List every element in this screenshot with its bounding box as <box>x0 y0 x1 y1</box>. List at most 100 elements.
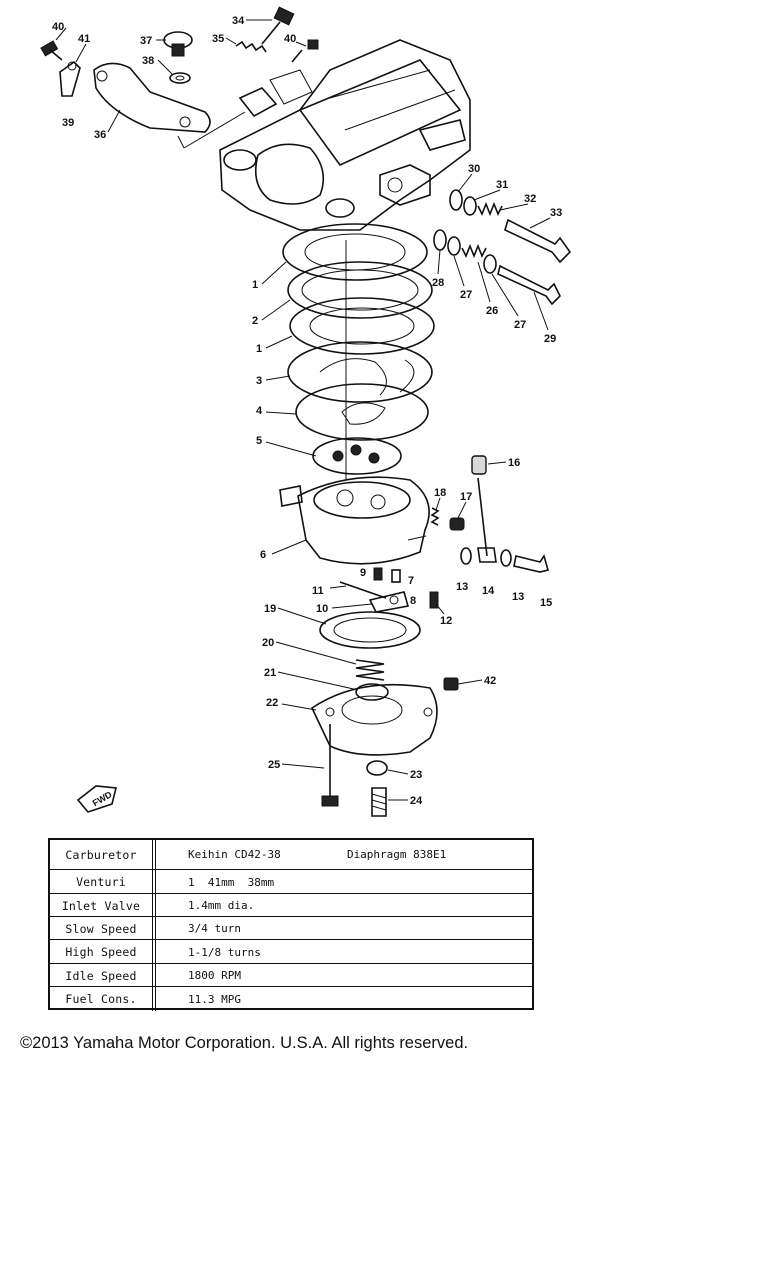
part-diaphragm-19 <box>319 611 421 649</box>
callout-33: 33 <box>550 207 562 219</box>
part-washer-21 <box>355 683 389 701</box>
spec-label: Fuel Cons. <box>50 987 156 1011</box>
part-washer-31 <box>463 196 477 216</box>
callout-labels: 40 41 39 36 37 38 34 35 40 30 31 32 33 1… <box>52 15 562 807</box>
part-screw-29 <box>497 264 561 306</box>
part-screw-40b <box>291 39 319 63</box>
callout-38: 38 <box>142 55 154 67</box>
fwd-marker: FWD <box>76 785 118 813</box>
part-screw-34 <box>261 6 295 45</box>
callout-5: 5 <box>256 435 262 447</box>
callout-4: 4 <box>256 405 263 417</box>
callout-40b: 40 <box>284 33 296 45</box>
spec-value: 1.4mm dia. <box>188 899 255 912</box>
spec-value: 1800 RPM <box>188 969 241 982</box>
copyright-notice: ©2013 Yamaha Motor Corporation. U.S.A. A… <box>20 1034 469 1052</box>
callout-17: 17 <box>460 491 472 503</box>
callout-23: 23 <box>410 769 422 781</box>
spec-row-inlet-valve: Inlet Valve 1.4mm dia. <box>50 893 532 917</box>
spec-label: Inlet Valve <box>50 894 156 917</box>
spec-row-idle-speed: Idle Speed 1800 RPM <box>50 963 532 987</box>
part-washer-27 <box>447 236 461 256</box>
callout-9: 9 <box>360 567 366 579</box>
callout-11: 11 <box>312 585 324 597</box>
callout-18: 18 <box>434 487 446 499</box>
callout-40: 40 <box>52 21 64 33</box>
callout-25: 25 <box>268 759 280 771</box>
part-spring-35 <box>235 40 267 53</box>
part-washer-38 <box>169 72 191 84</box>
carburetor-spec-table: Carburetor Keihin CD42-38 Diaphragm 838E… <box>48 838 534 1011</box>
callout-37: 37 <box>140 35 152 47</box>
callout-28: 28 <box>432 277 444 289</box>
part-screw-42 <box>443 677 459 691</box>
part-washer-27b <box>483 254 497 274</box>
callout-14: 14 <box>482 585 495 597</box>
part-gasket-1b <box>289 297 435 355</box>
spec-label: Carburetor <box>50 840 156 869</box>
callout-31: 31 <box>496 179 508 191</box>
spec-label: Idle Speed <box>50 964 156 987</box>
spec-row-high-speed: High Speed 1-1/8 turns <box>50 939 532 964</box>
callout-41: 41 <box>78 33 90 45</box>
callout-15: 15 <box>540 597 552 609</box>
part-spring-9 <box>373 567 383 581</box>
callout-27b: 27 <box>514 319 526 331</box>
callout-3: 3 <box>256 375 262 387</box>
spec-label: Slow Speed <box>50 917 156 940</box>
callout-27: 27 <box>460 289 472 301</box>
part-screw-40 <box>40 40 63 61</box>
part-cover-22 <box>310 683 438 756</box>
part-lever-39-41 <box>59 60 81 97</box>
spec-label: Venturi <box>50 870 156 894</box>
callout-21: 21 <box>264 667 276 679</box>
part-shaft-11 <box>339 581 387 599</box>
part-spring-20 <box>355 659 385 681</box>
callout-16: 16 <box>508 457 520 469</box>
callout-6: 6 <box>260 549 266 561</box>
part-oring-30 <box>449 189 463 211</box>
callout-20: 20 <box>262 637 274 649</box>
callout-22: 22 <box>266 697 278 709</box>
spec-row-venturi: Venturi 1 41mm 38mm <box>50 869 532 894</box>
part-carburetor-body <box>219 39 471 231</box>
spec-row-slow-speed: Slow Speed 3/4 turn <box>50 916 532 940</box>
callout-26: 26 <box>486 305 498 317</box>
part-valve-5 <box>312 437 402 475</box>
part-throttle-lever-36 <box>93 62 211 133</box>
spec-label: High Speed <box>50 940 156 964</box>
spec-value: 3/4 turn <box>188 922 241 935</box>
part-nut-23 <box>366 760 388 776</box>
callout-2: 2 <box>252 315 258 327</box>
callout-32: 32 <box>524 193 536 205</box>
part-oring-26 <box>433 229 447 251</box>
part-diaphragm-2 <box>287 261 433 319</box>
callout-29: 29 <box>544 333 556 345</box>
spec-row-carburetor: Carburetor Keihin CD42-38 Diaphragm 838E… <box>50 840 532 869</box>
part-pump-body-6 <box>279 476 430 565</box>
callout-7: 7 <box>408 575 414 587</box>
part-screw-12 <box>429 591 439 609</box>
callout-34: 34 <box>232 15 245 27</box>
spec-value: 11.3 MPG <box>188 992 241 1006</box>
part-pin-7 <box>391 569 401 583</box>
callout-1b: 1 <box>256 343 262 355</box>
part-cap-16 <box>471 455 487 475</box>
part-arm-8-10 <box>368 591 410 613</box>
part-spring-32 <box>477 201 503 217</box>
spec-value: 1 41mm 38mm <box>188 875 275 889</box>
spec-row-fuel-cons: Fuel Cons. 11.3 MPG <box>50 986 532 1011</box>
part-washer-13b <box>500 549 512 567</box>
callout-13: 13 <box>456 581 468 593</box>
callout-35: 35 <box>212 33 224 45</box>
part-screw-24 <box>371 787 387 817</box>
part-screw-33 <box>504 218 572 264</box>
part-bolt-25 <box>321 724 339 807</box>
part-gasket-4 <box>295 383 429 441</box>
spec-value: Keihin CD42-38 Diaphragm 838E1 <box>188 848 447 861</box>
callout-42: 42 <box>484 675 496 687</box>
callout-8: 8 <box>410 595 416 607</box>
callout-39: 39 <box>62 117 74 129</box>
callout-10: 10 <box>316 603 328 615</box>
carburetor-exploded-diagram: FWD 40 41 39 36 37 38 34 35 40 30 31 32 … <box>40 6 572 817</box>
